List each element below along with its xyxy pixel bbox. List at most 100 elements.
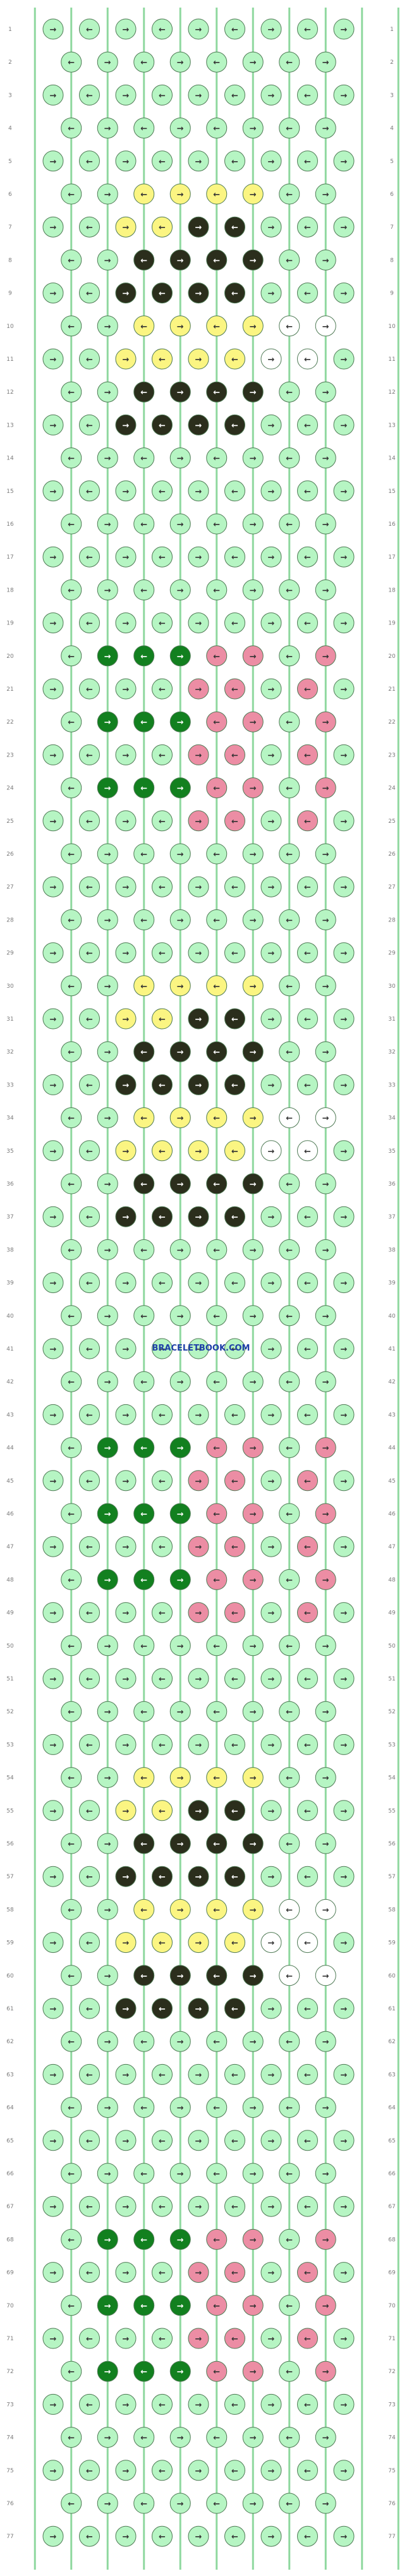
knot: ← bbox=[297, 1404, 318, 1425]
row-number-right: 34 bbox=[388, 1115, 396, 1122]
knot-circle bbox=[260, 546, 282, 568]
right-arrow-icon: → bbox=[322, 388, 329, 398]
left-arrow-icon: ← bbox=[86, 289, 93, 299]
knot-circle bbox=[333, 1008, 355, 1030]
knot-circle bbox=[152, 2328, 173, 2349]
knot-circle bbox=[79, 2393, 100, 2415]
right-arrow-icon: → bbox=[268, 1543, 275, 1552]
knot-circle bbox=[188, 2393, 209, 2415]
knot-circle bbox=[315, 1965, 336, 1986]
right-arrow-icon: → bbox=[123, 1741, 130, 1750]
knot: → bbox=[97, 1635, 118, 1656]
knot: ← bbox=[133, 711, 155, 732]
knot: ← bbox=[61, 2493, 82, 2514]
knot-circle bbox=[188, 2262, 209, 2283]
left-arrow-icon: ← bbox=[68, 58, 75, 68]
right-arrow-icon: → bbox=[177, 125, 184, 134]
right-arrow-icon: → bbox=[50, 1345, 57, 1354]
knot-circle bbox=[97, 975, 118, 997]
right-arrow-icon: → bbox=[195, 355, 202, 365]
knot: → bbox=[315, 381, 336, 403]
knot: → bbox=[97, 1503, 118, 1524]
left-arrow-icon: ← bbox=[286, 454, 293, 464]
knot-circle bbox=[115, 2063, 137, 2085]
knot-circle bbox=[97, 777, 118, 799]
row-number-left: 57 bbox=[6, 1874, 13, 1880]
right-arrow-icon: → bbox=[104, 388, 111, 398]
knot: → bbox=[169, 1833, 191, 1854]
knot-circle bbox=[61, 249, 82, 270]
knot: → bbox=[115, 2393, 137, 2415]
knot: ← bbox=[206, 513, 228, 535]
knot-circle bbox=[333, 1140, 355, 1162]
knot-circle bbox=[188, 2328, 209, 2349]
knot: ← bbox=[224, 1470, 245, 1492]
knot: ← bbox=[152, 1602, 173, 1624]
left-arrow-icon: ← bbox=[304, 2335, 311, 2344]
right-arrow-icon: → bbox=[177, 2038, 184, 2047]
knot-circle bbox=[224, 2196, 245, 2217]
knot: → bbox=[315, 1239, 336, 1260]
knot-circle bbox=[206, 1305, 228, 1327]
knot: ← bbox=[61, 777, 82, 799]
left-arrow-icon: ← bbox=[286, 58, 293, 68]
knot-circle bbox=[133, 118, 155, 139]
knot-circle bbox=[97, 381, 118, 403]
row-number-right: 31 bbox=[388, 1016, 395, 1023]
knot: → bbox=[42, 1338, 64, 1359]
knot: → bbox=[97, 1173, 118, 1194]
knot: → bbox=[333, 348, 355, 370]
knot-circle bbox=[224, 1470, 245, 1492]
knot: ← bbox=[224, 1008, 245, 1030]
row-number-left: 39 bbox=[6, 1280, 14, 1287]
left-arrow-icon: ← bbox=[86, 223, 93, 233]
knot-circle bbox=[279, 1767, 300, 1789]
knot: → bbox=[169, 1899, 191, 1920]
knot: ← bbox=[224, 546, 245, 568]
left-arrow-icon: ← bbox=[286, 2434, 293, 2443]
row-number-right: 15 bbox=[388, 489, 395, 495]
knot-circle bbox=[315, 315, 336, 337]
knot-circle bbox=[42, 414, 64, 435]
right-arrow-icon: → bbox=[250, 1576, 257, 1585]
knot-circle bbox=[169, 2163, 191, 2184]
knot-circle bbox=[188, 678, 209, 700]
knot: → bbox=[242, 1503, 264, 1524]
right-arrow-icon: → bbox=[195, 289, 202, 299]
knot: → bbox=[333, 1866, 355, 1887]
right-arrow-icon: → bbox=[177, 982, 184, 992]
left-arrow-icon: ← bbox=[159, 157, 166, 167]
knot-circle bbox=[169, 2031, 191, 2052]
knot-circle bbox=[42, 216, 64, 238]
knot-circle bbox=[315, 1107, 336, 1129]
row-number-left: 17 bbox=[6, 554, 13, 561]
knot: ← bbox=[79, 678, 100, 700]
left-arrow-icon: ← bbox=[304, 1279, 311, 1289]
left-arrow-icon: ← bbox=[68, 784, 75, 794]
left-arrow-icon: ← bbox=[140, 2302, 147, 2311]
right-arrow-icon: → bbox=[177, 1444, 184, 1454]
row-number-right: 22 bbox=[388, 719, 395, 726]
knot: → bbox=[333, 1734, 355, 1755]
knot: ← bbox=[297, 876, 318, 897]
left-arrow-icon: ← bbox=[86, 1477, 93, 1486]
right-arrow-icon: → bbox=[177, 322, 184, 332]
knot: → bbox=[115, 876, 137, 897]
knot-circle bbox=[79, 283, 100, 304]
knot: → bbox=[333, 2196, 355, 2217]
right-arrow-icon: → bbox=[250, 1972, 257, 1981]
knot: → bbox=[315, 2228, 336, 2250]
left-arrow-icon: ← bbox=[86, 1147, 93, 1157]
knot: ← bbox=[224, 1206, 245, 1227]
left-arrow-icon: ← bbox=[286, 1048, 293, 1057]
knot: → bbox=[188, 1074, 209, 1095]
knot: ← bbox=[224, 1338, 245, 1359]
knot-circle bbox=[242, 1041, 264, 1062]
knot-circle bbox=[206, 2360, 228, 2382]
right-arrow-icon: → bbox=[268, 1015, 275, 1024]
left-arrow-icon: ← bbox=[140, 1444, 147, 1454]
right-arrow-icon: → bbox=[195, 2467, 202, 2476]
knot-circle bbox=[206, 711, 228, 732]
right-arrow-icon: → bbox=[250, 1180, 257, 1189]
knot: ← bbox=[61, 1173, 82, 1194]
